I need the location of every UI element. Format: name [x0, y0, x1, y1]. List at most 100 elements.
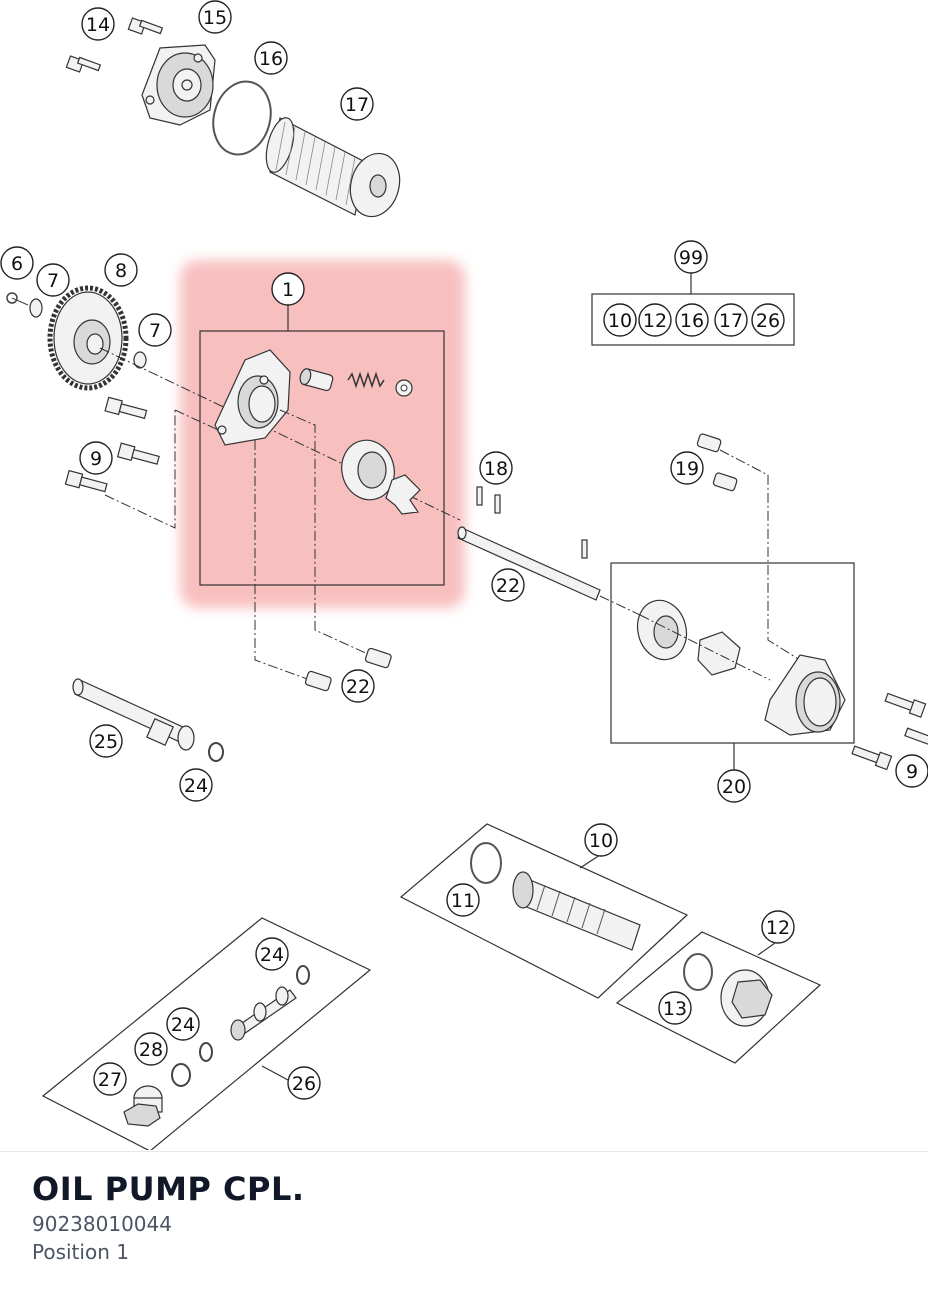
- oil-filter-17: [265, 117, 401, 218]
- callout-15[interactable]: 15: [198, 0, 232, 34]
- callout-number: 1: [282, 279, 294, 301]
- part-title: OIL PUMP CPL.: [32, 1170, 305, 1208]
- part-number: 90238010044: [32, 1212, 172, 1236]
- callout-1[interactable]: 1: [271, 272, 305, 306]
- o-ring-24a: [208, 742, 224, 762]
- part-info-footer: OIL PUMP CPL. 90238010044 Position 1: [0, 1151, 928, 1291]
- callout-number: 22: [346, 676, 370, 698]
- callout-number: 12: [766, 917, 790, 939]
- callout-26[interactable]: 26: [751, 303, 785, 337]
- callout-number: 24: [171, 1014, 195, 1036]
- callout-17[interactable]: 17: [714, 303, 748, 337]
- callout-number: 10: [608, 310, 632, 332]
- pump-bolts-9[interactable]: [64, 396, 241, 529]
- oil-filter-cover-group[interactable]: [65, 17, 406, 222]
- plug-27: [123, 1085, 163, 1127]
- callout-number: 16: [680, 310, 704, 332]
- callout-10[interactable]: 10: [603, 303, 637, 337]
- callout-14[interactable]: 14: [81, 7, 115, 41]
- callout-8[interactable]: 8: [104, 253, 138, 287]
- o-ring-24b: [296, 965, 310, 985]
- scavenge-pump-assembly-20[interactable]: [610, 562, 855, 770]
- callout-number: 13: [663, 998, 687, 1020]
- callout-number: 10: [589, 830, 613, 852]
- callout-16[interactable]: 16: [675, 303, 709, 337]
- kit-box-99[interactable]: [591, 273, 795, 346]
- callout-number: 18: [484, 458, 508, 480]
- callout-number: 20: [722, 776, 746, 798]
- cover-bolts-9[interactable]: [851, 691, 928, 771]
- callout-11[interactable]: 11: [446, 883, 480, 917]
- callout-number: 9: [906, 761, 918, 783]
- callout-number: 22: [496, 575, 520, 597]
- callout-26[interactable]: 26: [287, 1066, 321, 1100]
- callout-27[interactable]: 27: [93, 1062, 127, 1096]
- callout-number: 24: [184, 775, 208, 797]
- bolt-14a: [65, 55, 102, 73]
- callout-6[interactable]: 6: [0, 246, 34, 280]
- callout-25[interactable]: 25: [89, 724, 123, 758]
- exploded-parts-diagram: 1415161767817991012161726918221922252420…: [0, 0, 928, 1150]
- pins-18[interactable]: [476, 486, 588, 559]
- callout-number: 25: [94, 731, 118, 753]
- callout-7[interactable]: 7: [138, 313, 172, 347]
- callout-12[interactable]: 12: [638, 303, 672, 337]
- callout-number: 17: [345, 94, 369, 116]
- callout-number: 24: [260, 944, 284, 966]
- callout-22[interactable]: 22: [341, 669, 375, 703]
- pump-shaft-19[interactable]: [457, 526, 601, 601]
- oil-pipe-25[interactable]: [72, 678, 195, 751]
- callout-9[interactable]: 9: [895, 754, 928, 788]
- callout-number: 7: [149, 320, 161, 342]
- callout-number: 16: [259, 48, 283, 70]
- callout-99[interactable]: 99: [674, 240, 708, 274]
- callout-number: 11: [451, 890, 475, 912]
- oil-pump-assembly-1[interactable]: [199, 305, 445, 681]
- callout-number: 6: [11, 253, 23, 275]
- callout-12[interactable]: 12: [761, 910, 795, 944]
- callout-number: 9: [90, 448, 102, 470]
- callout-number: 14: [86, 14, 110, 36]
- callout-17[interactable]: 17: [340, 87, 374, 121]
- callout-number: 8: [115, 260, 127, 282]
- callout-number: 19: [675, 458, 699, 480]
- callout-22[interactable]: 22: [491, 568, 525, 602]
- oil-screw-plug-group-12[interactable]: [615, 931, 822, 1064]
- o-ring-11: [470, 842, 502, 884]
- o-ring-28: [171, 1063, 191, 1087]
- callout-number: 26: [292, 1073, 316, 1095]
- callout-24[interactable]: 24: [166, 1007, 200, 1041]
- washer-7a: [29, 298, 43, 318]
- selected-part-highlight[interactable]: [180, 260, 465, 608]
- valve-kit-group-26[interactable]: [41, 917, 372, 1150]
- drive-gear-group[interactable]: [6, 285, 461, 521]
- callout-number: 7: [47, 270, 59, 292]
- part-position: Position 1: [32, 1240, 129, 1264]
- callout-13[interactable]: 13: [658, 991, 692, 1025]
- washer-7b: [133, 351, 147, 369]
- callout-18[interactable]: 18: [479, 451, 513, 485]
- callout-24[interactable]: 24: [255, 937, 289, 971]
- callout-number: 28: [139, 1039, 163, 1061]
- oil-screen-group-10[interactable]: [399, 823, 689, 999]
- bolt-14b: [127, 17, 164, 35]
- callout-10[interactable]: 10: [584, 823, 618, 857]
- callout-20[interactable]: 20: [717, 769, 751, 803]
- callout-9[interactable]: 9: [79, 441, 113, 475]
- callout-number: 15: [203, 7, 227, 29]
- dowel-sleeves-22-lower[interactable]: [304, 647, 392, 692]
- gear-8: [47, 285, 129, 391]
- circlip-6: [6, 292, 18, 304]
- valve-piston: [230, 986, 297, 1041]
- callout-number: 99: [679, 247, 703, 269]
- callout-24[interactable]: 24: [179, 768, 213, 802]
- callout-16[interactable]: 16: [254, 41, 288, 75]
- callout-19[interactable]: 19: [670, 451, 704, 485]
- callout-7[interactable]: 7: [36, 263, 70, 297]
- callout-28[interactable]: 28: [134, 1032, 168, 1066]
- callout-number: 27: [98, 1069, 122, 1091]
- callout-number: 17: [719, 310, 743, 332]
- o-ring-16: [212, 80, 272, 156]
- dowel-sleeves-22-right[interactable]: [696, 433, 801, 661]
